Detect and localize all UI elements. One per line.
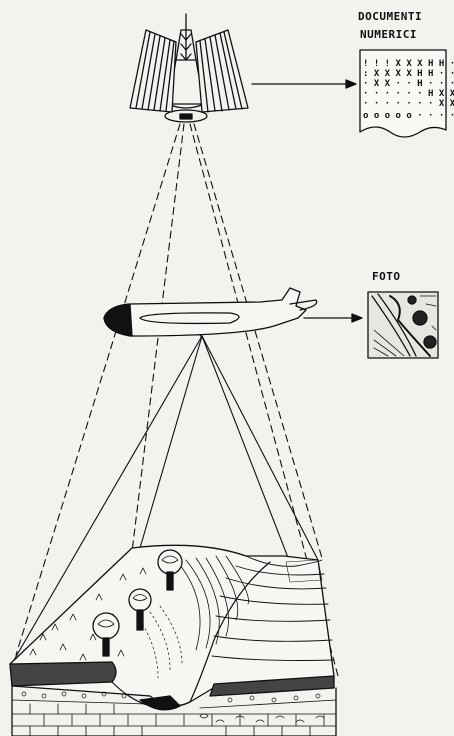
svg-text:· X X · · H · · ·: · X X · · H · · · — [363, 79, 454, 89]
svg-text:· · · · · · · X X X: · · · · · · · X X X — [363, 99, 454, 109]
svg-text:o o o o o · · · · ·: o o o o o · · · · · — [363, 111, 454, 121]
satellite-icon — [130, 14, 248, 122]
arrow-to-photo — [304, 314, 362, 322]
terrain-block — [10, 545, 336, 736]
photo-label: FOTO — [372, 270, 401, 283]
arrow-to-documents — [252, 80, 356, 88]
svg-text:: X X X X H H · ·: : X X X X H H · · — [363, 69, 454, 79]
documents-label-line1: DOCUMENTI — [358, 10, 422, 23]
airplane-icon — [104, 288, 317, 340]
svg-text:! ! ! X X X H H ·: ! ! ! X X X H H · — [363, 59, 454, 69]
svg-text:· · · · · · H X X X: · · · · · · H X X X — [363, 89, 454, 99]
aerial-photo-icon — [368, 292, 438, 358]
numeric-document-icon: ! ! ! X X X H H · : X X X X H H · · · X … — [360, 50, 454, 137]
documents-label-line2: NUMERICI — [360, 28, 417, 41]
